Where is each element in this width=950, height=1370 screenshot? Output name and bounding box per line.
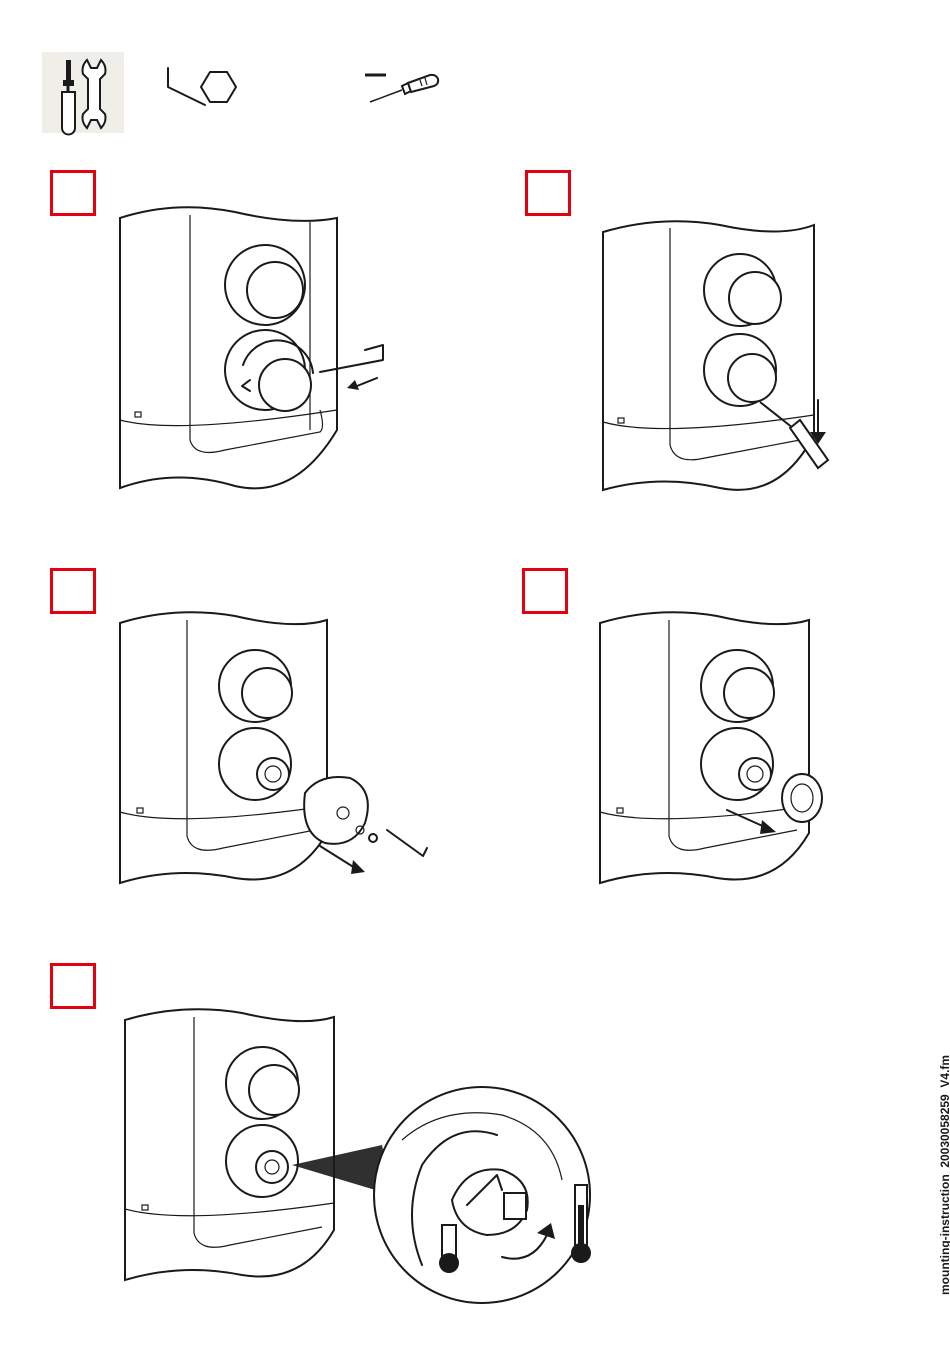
step-1-illustration [115, 200, 415, 500]
step-3-illustration [115, 598, 435, 888]
tools-icon [42, 52, 124, 133]
step-2-illustration [600, 210, 900, 510]
flat-screwdriver-icon [362, 70, 452, 115]
hex-key-icon [165, 65, 255, 115]
step-4-illustration [597, 598, 917, 888]
step-5-frame [50, 963, 96, 1009]
step-2-frame [525, 170, 571, 216]
tools-panel [42, 52, 124, 133]
step-3-frame [50, 568, 96, 614]
step-4-frame [522, 568, 568, 614]
step-5-illustration [122, 995, 622, 1355]
document-filename-label: mounting-instruction_20030058259_V4.fm [938, 1055, 950, 1295]
step-1-frame [50, 170, 96, 216]
